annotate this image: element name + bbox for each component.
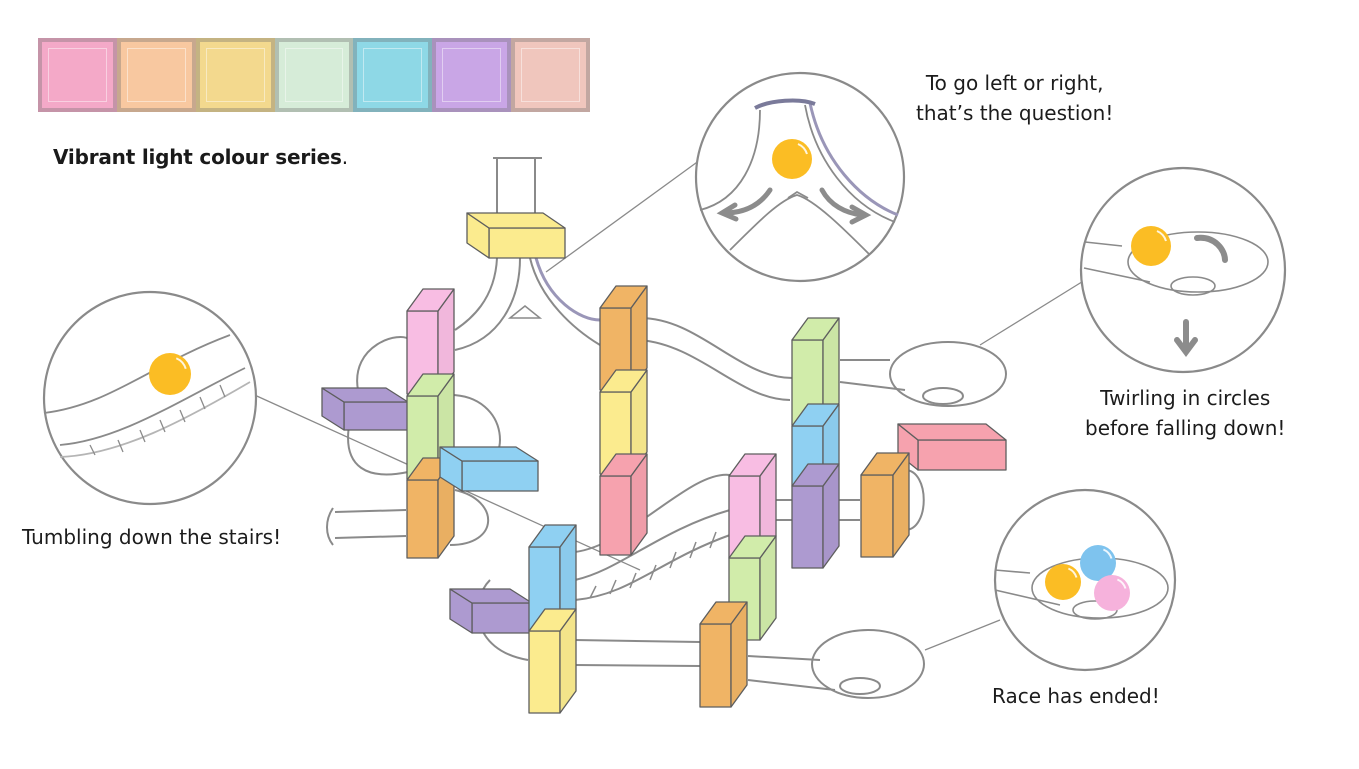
split-detail-rail bbox=[808, 102, 899, 217]
bowl1-rim bbox=[889, 341, 1007, 407]
caption-split: To go left or right, that’s the question… bbox=[916, 68, 1113, 128]
caption-twirl: Twirling in circles before falling down! bbox=[1085, 383, 1285, 443]
rotate-arrow-icon bbox=[1194, 234, 1228, 263]
track-split-left bbox=[454, 257, 498, 331]
twirl-arrows bbox=[1174, 234, 1228, 357]
block-purple-bottom bbox=[449, 588, 533, 634]
caption-stairs: Tumbling down the stairs! bbox=[22, 525, 282, 549]
stairs-detail-rail-low bbox=[59, 381, 251, 458]
stairs-track-lower bbox=[574, 534, 731, 601]
swatch-pink bbox=[38, 38, 117, 112]
loop-left-lower bbox=[347, 419, 409, 476]
track-split-right bbox=[529, 257, 601, 346]
bowl2-hole bbox=[839, 677, 881, 695]
callout-end bbox=[993, 488, 1177, 672]
track-blue-pink bbox=[574, 473, 731, 553]
colour-swatch-strip bbox=[38, 38, 591, 112]
stairs-track-upper bbox=[574, 509, 731, 581]
block-yellow-bottom bbox=[528, 608, 577, 714]
series-title-period: . bbox=[341, 145, 348, 169]
caption-split-line1: To go left or right, bbox=[925, 71, 1104, 95]
track-wave-upper bbox=[639, 317, 796, 380]
split-junction bbox=[507, 305, 543, 319]
exit-tube bbox=[326, 507, 407, 546]
ball-split bbox=[772, 139, 812, 179]
end-chute bbox=[994, 569, 1061, 606]
blocks bbox=[321, 212, 1007, 714]
block-purple-right bbox=[791, 463, 840, 569]
bowl2-rim bbox=[811, 629, 925, 699]
bowl1-chute-bottom bbox=[839, 381, 906, 391]
split-detail-junction bbox=[787, 190, 809, 199]
arrow-left-head-icon bbox=[716, 202, 739, 222]
twirl-chute bbox=[1083, 241, 1151, 283]
series-title: Vibrant light colour series. bbox=[53, 145, 348, 169]
series-title-text: Vibrant light colour series bbox=[53, 145, 342, 169]
arrow-left-icon bbox=[725, 187, 773, 216]
block-blue-left bbox=[439, 446, 539, 492]
track-wave-lower bbox=[639, 339, 791, 401]
stairs-detail-rail-mid bbox=[59, 367, 246, 446]
leader-split bbox=[545, 159, 701, 273]
caption-end: Race has ended! bbox=[992, 684, 1160, 708]
split-detail-top bbox=[754, 98, 816, 110]
callout-twirl bbox=[1079, 166, 1287, 374]
leader-twirl bbox=[979, 279, 1086, 346]
swatch-yellow bbox=[195, 38, 275, 112]
split-arrows bbox=[716, 187, 872, 225]
loop-left-upper bbox=[356, 336, 411, 391]
split-detail-right bbox=[804, 104, 896, 223]
swatch-blush bbox=[511, 38, 591, 112]
split-detail-left bbox=[699, 109, 761, 211]
leader-end bbox=[924, 619, 1001, 651]
track-split-right-rail bbox=[534, 257, 601, 322]
block-orange-bottom bbox=[699, 601, 748, 708]
ball-end-pink bbox=[1094, 575, 1130, 611]
loop-orange-right bbox=[449, 489, 490, 546]
swatch-aqua bbox=[353, 38, 433, 112]
ball-stairs bbox=[149, 353, 191, 395]
swatch-lavender bbox=[432, 38, 512, 112]
callouts bbox=[42, 71, 1287, 672]
block-purple-left bbox=[321, 387, 409, 431]
caption-twirl-line2: before falling down! bbox=[1085, 416, 1286, 440]
track-split-left-lower bbox=[454, 257, 521, 351]
callout-stairs bbox=[42, 290, 258, 506]
ball-twirl bbox=[1131, 226, 1171, 266]
rails-yellow-orange bbox=[574, 639, 701, 667]
balls bbox=[149, 139, 1171, 611]
block-yellow-top bbox=[466, 212, 566, 259]
stairs-detail-rail-top bbox=[43, 334, 231, 414]
twirl-hole bbox=[1170, 276, 1216, 296]
arrow-right-head-icon bbox=[849, 204, 872, 225]
down-arrow-head-icon bbox=[1174, 337, 1198, 357]
twirl-detail bbox=[1083, 231, 1269, 296]
stairs-detail bbox=[43, 334, 251, 458]
bowl1-hole bbox=[922, 387, 964, 405]
arrow-right-icon bbox=[819, 187, 865, 218]
ball-end-blue bbox=[1080, 545, 1116, 581]
block-yellow-center bbox=[599, 369, 648, 475]
twirl-bowl bbox=[1127, 231, 1269, 293]
caption-twirl-line1: Twirling in circles bbox=[1100, 386, 1271, 410]
split-detail-bottom bbox=[729, 194, 871, 256]
ball-end-yellow bbox=[1045, 564, 1081, 600]
stairs-steps bbox=[589, 531, 717, 599]
swatch-peach bbox=[116, 38, 196, 112]
block-red-right bbox=[897, 423, 1007, 471]
loop-orange-red bbox=[904, 469, 925, 531]
stairs-detail-steps bbox=[89, 384, 226, 456]
caption-split-line2: that’s the question! bbox=[916, 101, 1114, 125]
block-red-center bbox=[599, 453, 648, 556]
block-orange-far-right bbox=[860, 452, 910, 558]
split-detail bbox=[699, 98, 899, 256]
swatch-mint bbox=[274, 38, 354, 112]
bowl2-chute bbox=[747, 655, 836, 691]
